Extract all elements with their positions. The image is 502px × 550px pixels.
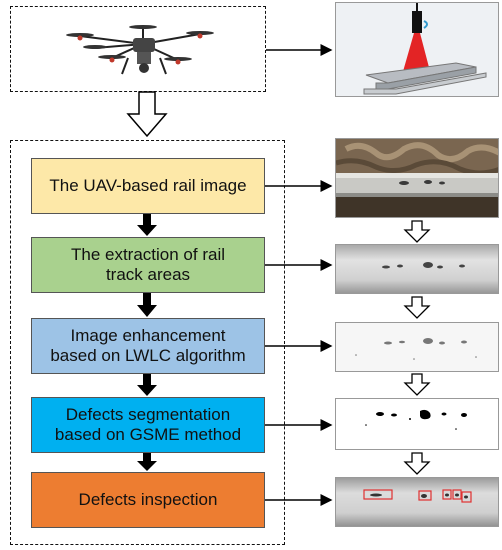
step-label: The UAV-based rail image (49, 176, 247, 195)
step-defects-segmentation: Defects segmentation based on GSME metho… (31, 397, 265, 453)
step-label-line2: based on GSME method (54, 425, 242, 444)
rail-camera-icon (336, 3, 498, 96)
step-image-enhancement: Image enhancement based on LWLC algorith… (31, 318, 265, 374)
step-rail-track-extraction: The extraction of rail track areas (31, 237, 265, 293)
hollow-arrow-down-main (126, 91, 168, 138)
thumb-rail-track-area (335, 244, 499, 294)
hollow-arrow-thumb3-thumb4 (403, 373, 431, 396)
step-defects-inspection: Defects inspection (31, 472, 265, 528)
step-label: Defects inspection (78, 490, 218, 509)
step-label-line1: Defects segmentation (65, 405, 231, 424)
hollow-arrow-thumb1-thumb2 (403, 220, 431, 243)
thumb-inspection-result (335, 477, 499, 527)
rail-camera-figure (335, 2, 499, 97)
step-label-line1: Image enhancement (70, 326, 226, 345)
hollow-arrow-thumb4-thumb5 (403, 452, 431, 475)
thumb-segmentation-result (335, 398, 499, 450)
step-label-line2: based on LWLC algorithm (50, 346, 246, 365)
hollow-arrow-thumb2-thumb3 (403, 296, 431, 319)
step-label-line1: The extraction of rail (70, 245, 225, 264)
thumb-enhanced-image (335, 322, 499, 372)
pipeline-frame (10, 140, 285, 545)
step-label-line2: track areas (105, 265, 191, 284)
thumb-raw-rail-image (335, 138, 499, 218)
step-uav-rail-image: The UAV-based rail image (31, 158, 265, 214)
uav-frame (10, 6, 266, 92)
